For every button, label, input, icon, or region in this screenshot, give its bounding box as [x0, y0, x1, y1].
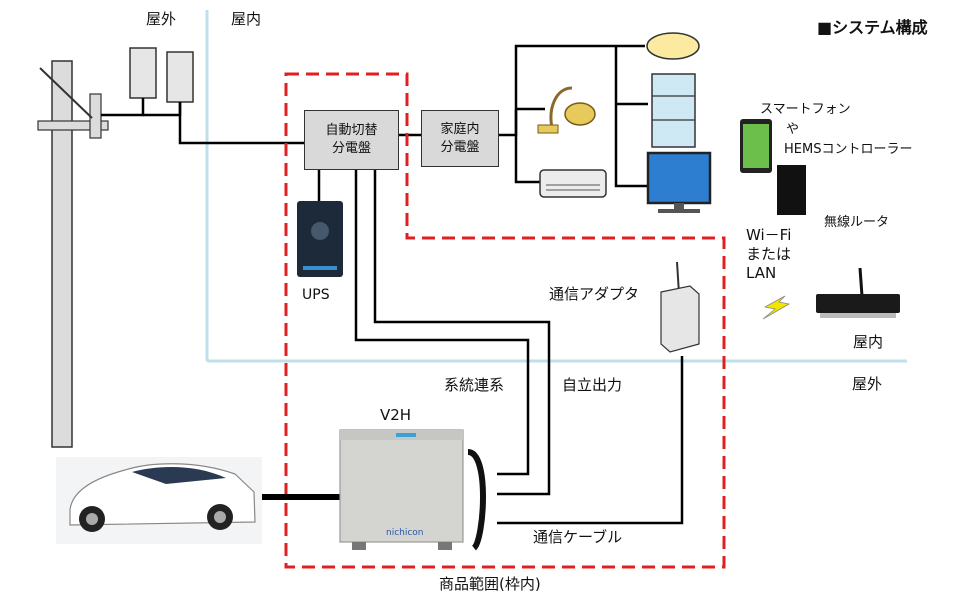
ceiling-light-icon — [646, 32, 700, 60]
power-meter-icon — [129, 47, 194, 103]
home-distribution-panel: 家庭内 分電盤 — [421, 110, 499, 167]
wireless-router-icon — [816, 267, 900, 318]
zone-label-outdoor: 屋外 — [146, 10, 177, 28]
auto-switch-panel-line2: 分電盤 — [331, 141, 371, 156]
hems-controller-icon — [777, 165, 806, 215]
ups-label: UPS — [302, 287, 330, 303]
lan-label: LAN — [746, 264, 777, 283]
wifi-label: Wi－Fi — [746, 226, 792, 244]
ups-icon — [297, 201, 343, 277]
product-scope-border — [284, 72, 726, 569]
smartphone-ya-label: や — [786, 122, 800, 138]
vacuum-cleaner-icon — [537, 86, 596, 134]
auto-switch-panel-line1: 自動切替 — [325, 123, 378, 139]
smartphone-label: スマートフォン — [760, 102, 851, 117]
wifi-or-label: または — [746, 245, 792, 264]
communication-adapter-icon — [660, 261, 700, 353]
home-panel-line1: 家庭内 — [440, 121, 480, 137]
utility-pole-icon — [37, 60, 109, 448]
diagram-title: ■システム構成 — [817, 18, 928, 37]
comm-cable-label: 通信ケーブル — [533, 528, 623, 546]
smartphone-icon — [740, 119, 772, 173]
air-conditioner-icon — [539, 169, 607, 198]
hems-label: HEMSコントローラー — [784, 142, 913, 158]
zone-label-indoor: 屋内 — [231, 10, 262, 28]
wireless-signal-icon — [762, 295, 791, 320]
zone-label-outdoor-right: 屋外 — [852, 375, 883, 393]
product-scope-label: 商品範囲(枠内) — [439, 575, 541, 593]
indoor-outdoor-boundary — [205, 10, 907, 363]
home-panel-line2: 分電盤 — [440, 139, 480, 155]
v2h-label: V2H — [380, 406, 412, 424]
wifi-lan-label: Wi－Fi または LAN — [746, 226, 791, 284]
v2h-unit-icon — [339, 429, 486, 551]
tv-icon — [646, 151, 712, 213]
v2h-brand-logo: nichicon — [386, 528, 424, 538]
grid-link-label: 系統連系 — [444, 376, 505, 394]
power-wiring — [101, 44, 684, 525]
refrigerator-icon — [651, 73, 696, 148]
independent-output-label: 自立出力 — [562, 376, 623, 394]
smartphone-hems-label: スマートフォン や HEMSコントローラー — [760, 100, 960, 160]
electric-car-icon — [56, 457, 262, 544]
auto-switch-panel: 自動切替 分電盤 — [304, 110, 399, 170]
comm-adapter-label: 通信アダプタ — [549, 285, 640, 303]
router-label: 無線ルータ — [824, 215, 890, 230]
zone-label-indoor-right: 屋内 — [853, 333, 884, 351]
